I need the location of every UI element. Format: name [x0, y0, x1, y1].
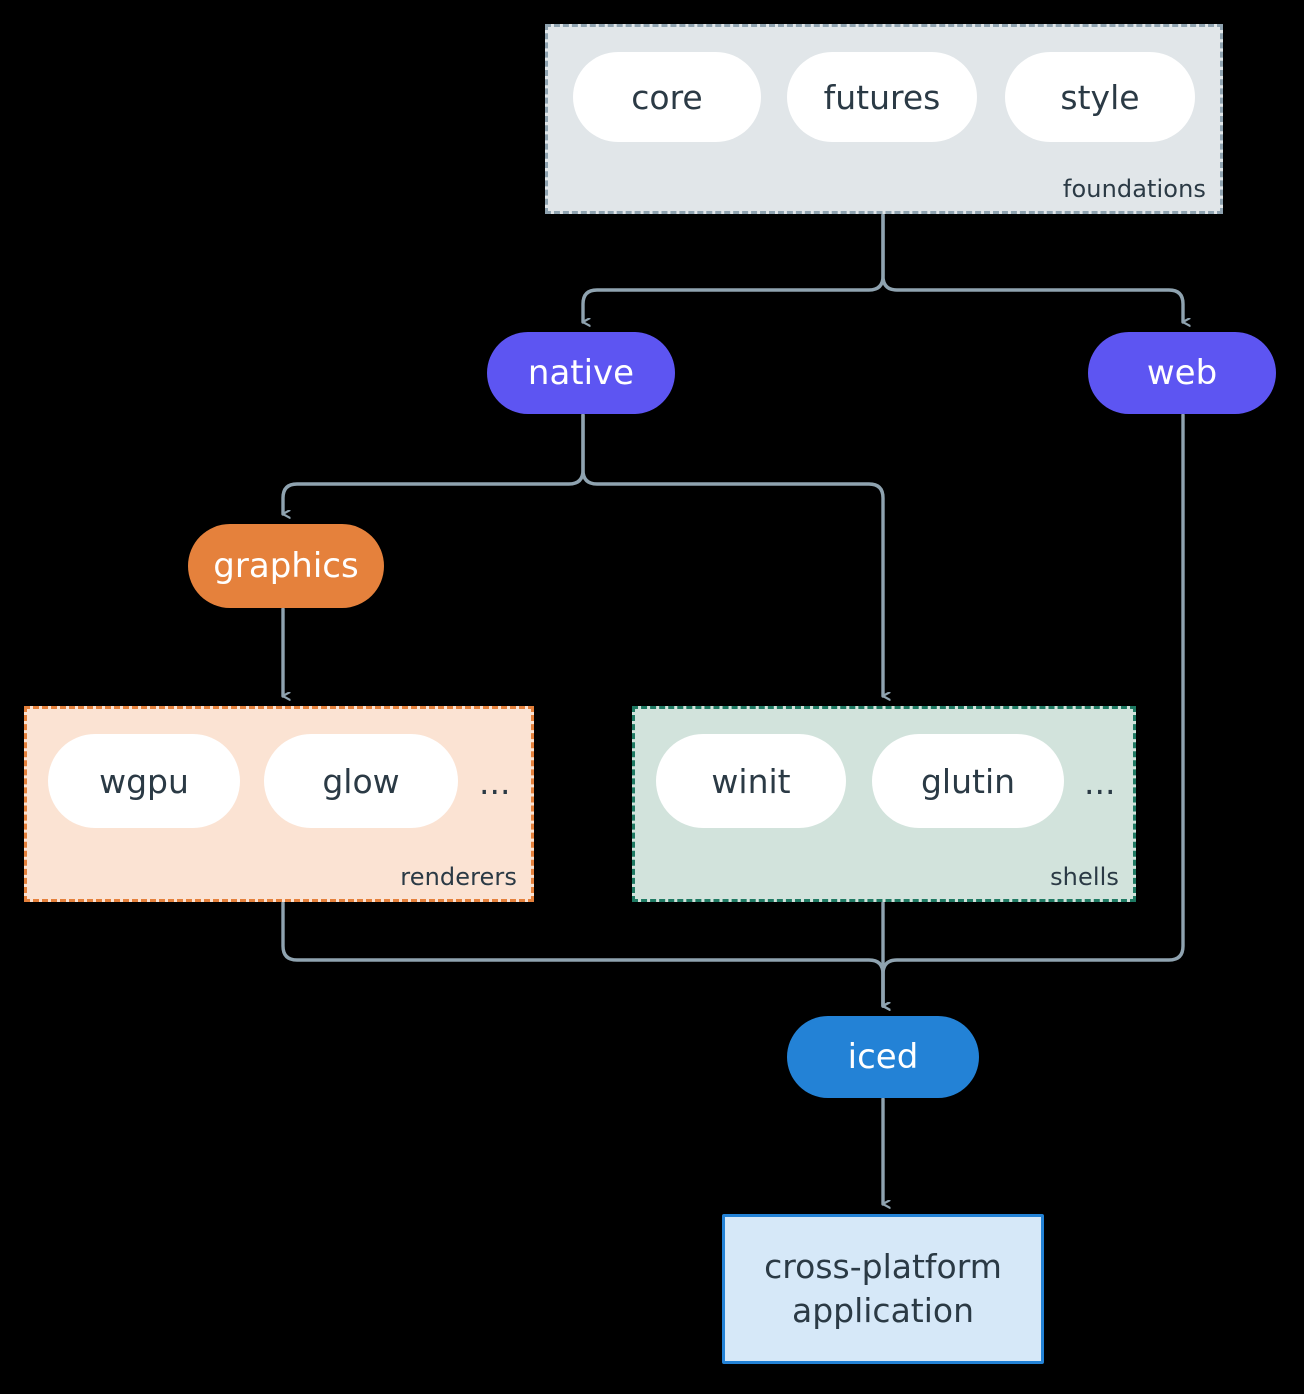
node-iced[interactable]: iced — [787, 1016, 979, 1098]
node-native[interactable]: native — [487, 332, 675, 414]
chip-glutin[interactable]: glutin — [872, 734, 1064, 828]
chip-glow[interactable]: glow — [264, 734, 458, 828]
chip-winit[interactable]: winit — [656, 734, 846, 828]
edge-native-graphics — [281, 413, 585, 514]
group-renderers-label: renderers — [400, 863, 517, 891]
edge-renderers-iced — [281, 901, 883, 1006]
shells-overflow-ellipsis: ... — [1084, 763, 1116, 802]
chip-style[interactable]: style — [1005, 52, 1195, 142]
node-graphics[interactable]: graphics — [188, 524, 384, 608]
chip-core[interactable]: core — [573, 52, 761, 142]
group-shells-label: shells — [1050, 863, 1119, 891]
application-label-line2: application — [791, 1291, 975, 1330]
node-web[interactable]: web — [1088, 332, 1276, 414]
edge-foundations-native — [581, 213, 885, 322]
group-foundations-label: foundations — [1062, 175, 1206, 203]
renderers-overflow-ellipsis: ... — [479, 763, 511, 802]
node-cross-platform-application[interactable]: cross-platform application — [722, 1214, 1044, 1364]
edge-native-shells — [581, 413, 883, 696]
chip-futures[interactable]: futures — [787, 52, 977, 142]
application-label-line1: cross-platform — [764, 1247, 1002, 1287]
chip-wgpu[interactable]: wgpu — [48, 734, 240, 828]
edge-foundations-web — [881, 213, 1183, 322]
